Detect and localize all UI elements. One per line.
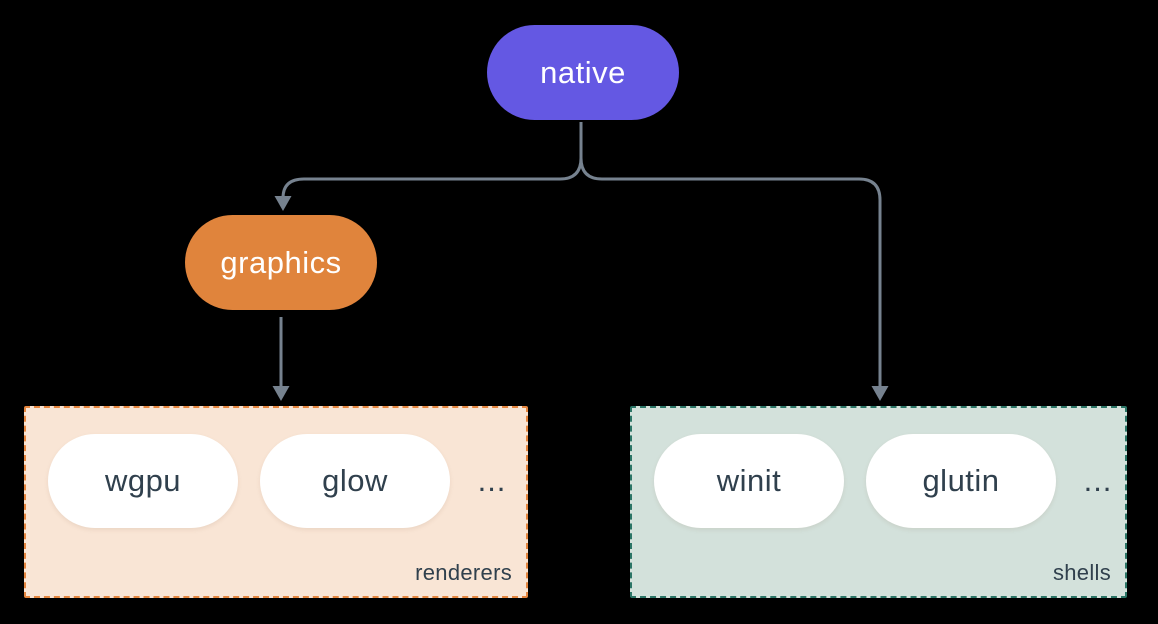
edge-native-shells — [579, 122, 882, 387]
graphics-node-label: graphics — [220, 244, 342, 280]
arrowhead-renderers — [272, 386, 290, 401]
arrowhead-graphics — [274, 196, 292, 211]
renderers-group: wgpu glow ... renderers — [24, 406, 528, 598]
glow-item-label: glow — [322, 463, 388, 498]
renderers-ellipsis: ... — [477, 463, 507, 498]
wgpu-item: wgpu — [48, 434, 238, 528]
wgpu-item-label: wgpu — [104, 463, 182, 498]
native-node-label: native — [540, 54, 626, 90]
graphics-node: graphics — [185, 215, 377, 310]
edge-native-graphics — [281, 122, 583, 199]
winit-item-label: winit — [716, 463, 782, 498]
renderers-group-label: renderers — [415, 560, 512, 585]
glutin-item-label: glutin — [922, 463, 1000, 498]
arrowhead-shells — [871, 386, 889, 401]
glow-item: glow — [260, 434, 450, 528]
glutin-item: glutin — [866, 434, 1056, 528]
shells-group-label: shells — [1052, 560, 1111, 585]
shells-group: winit glutin ... shells — [630, 406, 1127, 598]
native-node: native — [487, 25, 679, 120]
shells-ellipsis: ... — [1083, 463, 1113, 498]
winit-item: winit — [654, 434, 844, 528]
